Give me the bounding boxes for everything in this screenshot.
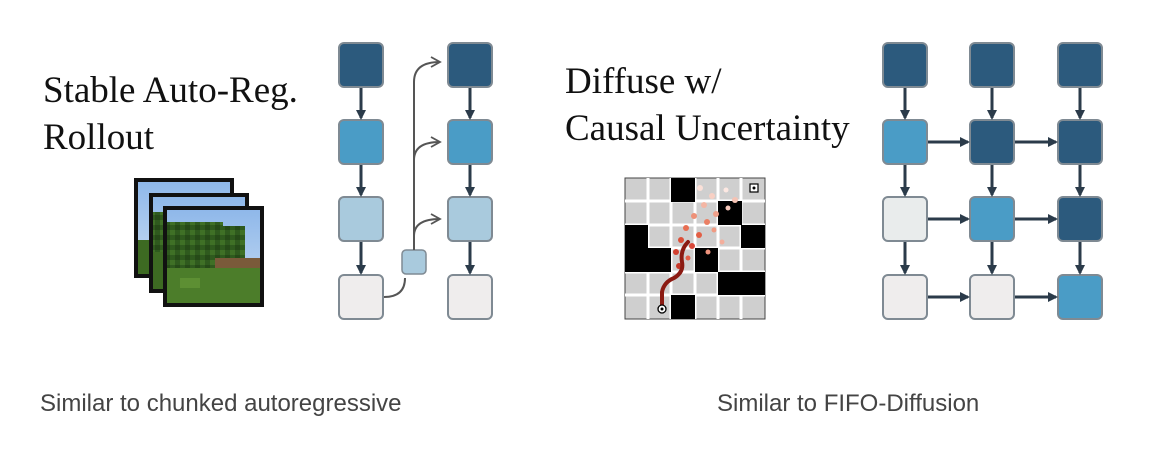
node-noise-dark: [969, 119, 1015, 165]
right-title-line2: Causal Uncertainty: [565, 108, 850, 149]
node-noise-dark: [338, 42, 384, 88]
left-caption: Similar to chunked autoregressive: [40, 390, 402, 417]
node-noise-dark: [882, 42, 928, 88]
left-title-line2: Rollout: [43, 117, 155, 158]
autoreg-column-right: [447, 42, 493, 320]
feed-curve-mid: [413, 136, 442, 161]
left-title-line1: Stable Auto-Reg.: [43, 70, 298, 111]
fifo-diffusion-grid: [882, 42, 1103, 320]
node-noise-mid: [969, 196, 1015, 242]
node-noise-dark: [1057, 42, 1103, 88]
maze-walls: [625, 178, 765, 319]
fifo-vertical-arrows: [900, 88, 1085, 275]
node-noise-dark: [447, 42, 493, 88]
autoreg-column-left: [338, 42, 384, 320]
left-title: Stable Auto-Reg. Rollout: [43, 67, 298, 161]
node-noise-light: [338, 196, 384, 242]
goal-marker-icon: [749, 183, 759, 193]
node-noise-dark: [1057, 119, 1103, 165]
node-noise-mid: [1057, 274, 1103, 320]
node-clean: [338, 274, 384, 320]
node-clean: [969, 274, 1015, 320]
trajectory-path: [660, 240, 690, 310]
start-marker-icon: [657, 304, 667, 314]
node-noise-mid: [338, 119, 384, 165]
node-noise-mid: [447, 119, 493, 165]
node-noise-dark: [1057, 196, 1103, 242]
feed-curve-low: [413, 213, 442, 237]
node-noise-mid: [882, 119, 928, 165]
context-feedback: [383, 56, 442, 298]
feedback-curve: [383, 277, 406, 298]
feed-curve-top: [413, 56, 442, 250]
right-title: Diffuse w/ Causal Uncertainty: [565, 58, 850, 152]
frame-front: [163, 206, 264, 307]
node-noise-dark: [969, 42, 1015, 88]
node-clean: [882, 196, 928, 242]
maze-trajectory-plot: [624, 177, 766, 320]
node-clean: [447, 274, 493, 320]
node-context: [401, 249, 427, 275]
minecraft-frames-stack: [134, 178, 264, 307]
node-noise-light: [447, 196, 493, 242]
node-clean: [882, 274, 928, 320]
right-caption: Similar to FIFO-Diffusion: [717, 390, 980, 417]
right-title-line1: Diffuse w/: [565, 61, 722, 102]
fifo-horizontal-arrows: [928, 137, 1058, 302]
